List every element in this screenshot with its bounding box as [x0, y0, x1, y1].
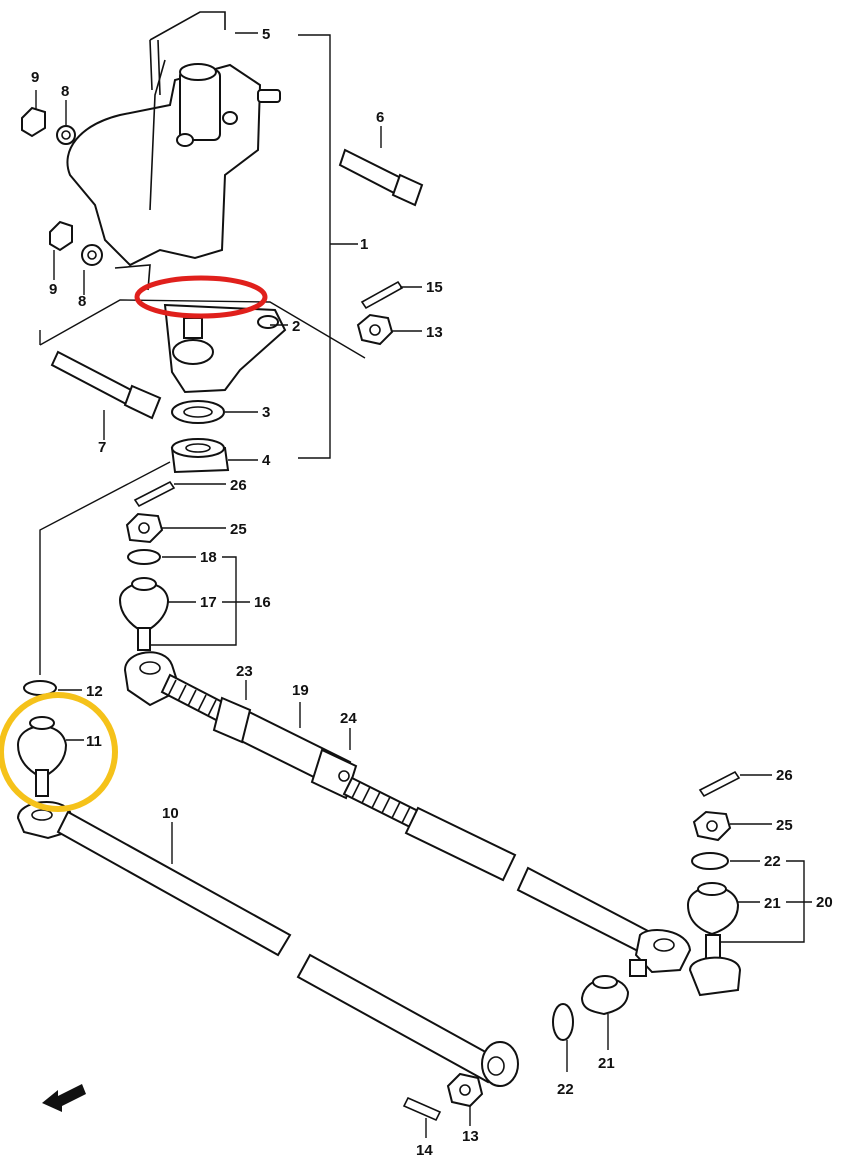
cotter-pin-part-14 — [402, 1096, 442, 1122]
callout-12: 12 — [86, 683, 103, 700]
castle-nut-part-25-upper — [125, 512, 164, 544]
tie-rod-end-right — [629, 929, 692, 977]
nut-part-4 — [170, 438, 230, 474]
bolt-part-7 — [50, 350, 162, 420]
nut-washer-group-upper — [21, 106, 76, 145]
adjusting-sleeve-part-19 — [212, 696, 358, 800]
callout-17: 17 — [200, 594, 217, 611]
ball-joint-part-21-upper — [686, 882, 740, 936]
callout-19: 19 — [292, 682, 309, 699]
cotter-pin-part-15 — [360, 280, 404, 310]
callout-6: 6 — [376, 109, 384, 126]
callout-25-upper: 25 — [230, 521, 247, 538]
callout-21-upper: 21 — [764, 895, 781, 912]
callout-25-lower: 25 — [776, 817, 793, 834]
callout-15: 15 — [426, 279, 443, 296]
red-highlight-ellipse — [134, 275, 268, 319]
cotter-pin-part-26-upper — [133, 480, 176, 508]
callout-8-lower: 8 — [78, 293, 86, 310]
nut-washer-group-lower — [49, 220, 103, 266]
washer-part-18 — [127, 549, 161, 565]
callout-23: 23 — [236, 663, 253, 680]
callout-26-upper: 26 — [230, 477, 247, 494]
ball-joint-part-11 — [16, 716, 68, 797]
callout-1: 1 — [360, 236, 368, 253]
callout-3: 3 — [262, 404, 270, 421]
tie-rod-tube-right-b — [516, 866, 652, 954]
pitman-arm — [163, 303, 287, 394]
callout-9-upper: 9 — [31, 69, 39, 86]
castle-nut-part-13-lower — [446, 1072, 484, 1108]
washer-part-22-upper — [691, 852, 729, 870]
callout-10: 10 — [162, 805, 179, 822]
callout-5: 5 — [262, 26, 270, 43]
yellow-highlight-circle — [0, 692, 118, 812]
washer-part-3 — [171, 400, 225, 424]
tie-rod-tube-right-a — [404, 806, 517, 882]
tie-rod-tube-part-10-a — [56, 810, 292, 957]
callout-4: 4 — [262, 452, 271, 469]
callout-7: 7 — [98, 439, 106, 456]
callout-22-lower: 22 — [557, 1081, 574, 1098]
tie-rod-tube-part-10-b — [296, 953, 502, 1084]
cotter-pin-part-26-lower — [698, 770, 741, 798]
callout-13-lower: 13 — [462, 1128, 479, 1145]
callout-24: 24 — [340, 710, 357, 727]
threaded-rod-right — [342, 776, 422, 830]
callout-labels: 1 2 3 4 5 6 7 8 8 9 9 10 11 12 13 13 14 … — [31, 26, 833, 1159]
tie-rod-end-right-lower — [688, 934, 742, 997]
callout-26-lower: 26 — [776, 767, 793, 784]
tie-rod-eye-end — [481, 1041, 519, 1087]
callout-16: 16 — [254, 594, 271, 611]
ball-joint-part-21-lower — [580, 975, 630, 1016]
washer-part-22-lower — [552, 1003, 574, 1041]
ball-joint-part-17 — [118, 577, 170, 651]
bolt-part-6 — [338, 148, 424, 207]
callout-8-upper: 8 — [61, 83, 69, 100]
steering-gear-box — [66, 11, 281, 291]
callout-2: 2 — [292, 318, 300, 335]
callout-22-upper: 22 — [764, 853, 781, 870]
callout-9-lower: 9 — [49, 281, 57, 298]
callout-21-lower: 21 — [598, 1055, 615, 1072]
front-arrow-icon — [42, 1084, 86, 1112]
callout-18: 18 — [200, 549, 217, 566]
callout-14: 14 — [416, 1142, 433, 1159]
callout-11: 11 — [86, 733, 102, 750]
castle-nut-part-25-lower — [692, 810, 732, 842]
callout-20: 20 — [816, 894, 833, 911]
castle-nut-part-13-upper — [356, 313, 394, 346]
callout-13-upper: 13 — [426, 324, 443, 341]
